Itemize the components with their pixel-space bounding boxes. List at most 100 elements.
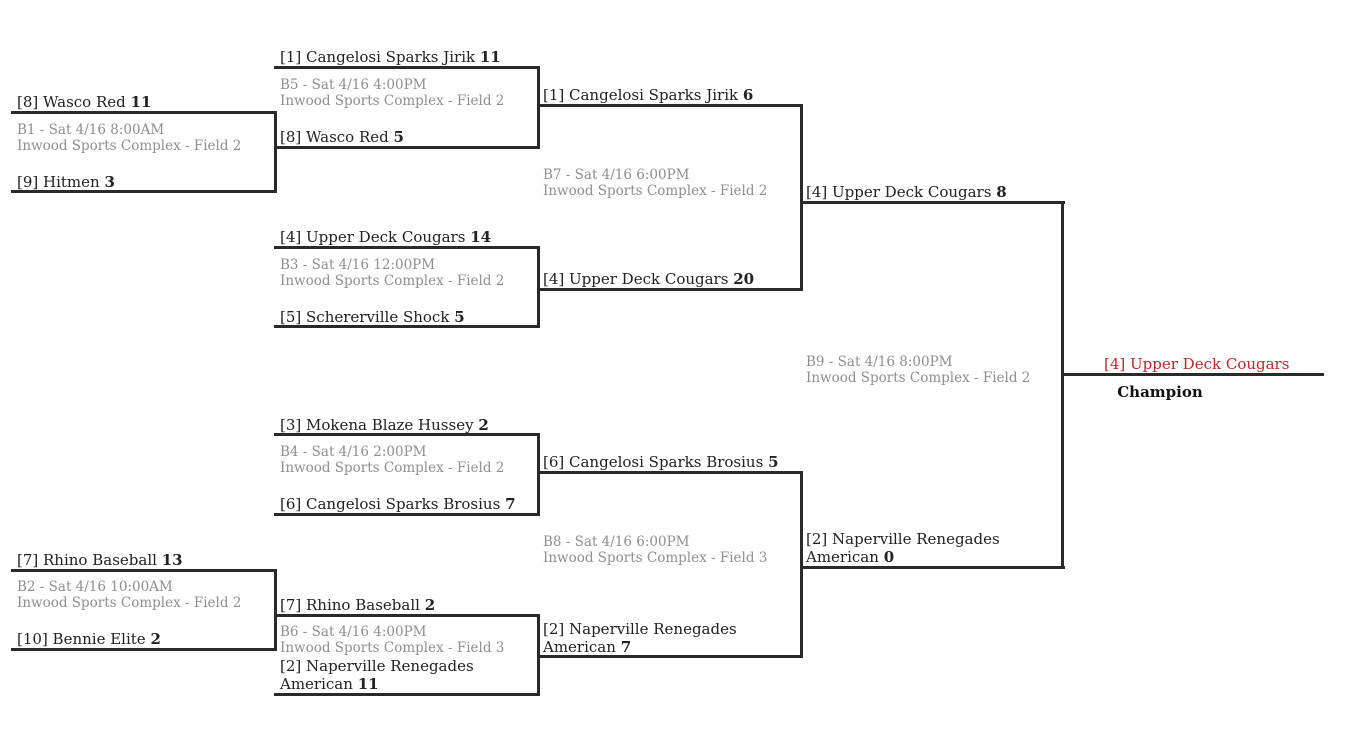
b3-bottom-team: [5] Schererville Shock 5 [280, 308, 465, 326]
team-score: 5 [454, 308, 465, 326]
b6-top-team: [7] Rhino Baseball 2 [280, 596, 435, 614]
champion-line [1061, 373, 1324, 376]
team-name: [6] Cangelosi Sparks Brosius [543, 453, 764, 471]
team-name: [2] Naperville Renegades American [543, 620, 737, 656]
team-score: 11 [479, 48, 501, 66]
team-score: 11 [357, 675, 379, 693]
bracket-connector [1061, 201, 1064, 569]
team-score: 3 [104, 173, 115, 191]
b2-game-info: B2 - Sat 4/16 10:00AM Inwood Sports Comp… [17, 579, 241, 611]
team-name: [8] Wasco Red [280, 128, 389, 146]
team-score: 11 [130, 93, 152, 111]
b7-game-info: B7 - Sat 4/16 6:00PM Inwood Sports Compl… [543, 167, 767, 199]
bracket-line [274, 693, 540, 696]
b5-bottom-team: [8] Wasco Red 5 [280, 128, 404, 146]
b4-bottom-team: [6] Cangelosi Sparks Brosius 7 [280, 495, 516, 513]
bracket-connector [537, 433, 540, 516]
team-name: [2] Naperville Renegades American [806, 530, 1000, 566]
game-venue: Inwood Sports Complex - Field 2 [280, 93, 505, 109]
b3-top-team: [4] Upper Deck Cougars 14 [280, 228, 491, 246]
b2-bottom-team: [10] Bennie Elite 2 [17, 630, 161, 648]
team-name: [8] Wasco Red [17, 93, 126, 111]
game-venue: Inwood Sports Complex - Field 2 [543, 183, 768, 199]
b7-top-team: [1] Cangelosi Sparks Jirik 6 [543, 86, 753, 104]
b9-game-info: B9 - Sat 4/16 8:00PM Inwood Sports Compl… [806, 354, 1030, 386]
b5-game-info: B5 - Sat 4/16 4:00PM Inwood Sports Compl… [280, 77, 504, 109]
bracket-line [800, 566, 1065, 569]
b4-game-info: B4 - Sat 4/16 2:00PM Inwood Sports Compl… [280, 444, 504, 476]
bracket-line [537, 471, 803, 474]
champion-label: Champion [1117, 383, 1203, 401]
team-score: 13 [161, 551, 183, 569]
b1-bottom-team: [9] Hitmen 3 [17, 173, 115, 191]
b9-bottom-team: [2] Naperville Renegades American 0 [806, 530, 1068, 566]
bracket-connector [800, 471, 803, 658]
game-time: B3 - Sat 4/16 12:00PM [280, 257, 436, 273]
bracket-line [274, 433, 540, 436]
b3-game-info: B3 - Sat 4/16 12:00PM Inwood Sports Comp… [280, 257, 504, 289]
bracket-line [537, 104, 803, 107]
b6-game-info: B6 - Sat 4/16 4:00PM Inwood Sports Compl… [280, 624, 504, 656]
team-name: [9] Hitmen [17, 173, 100, 191]
game-time: B7 - Sat 4/16 6:00PM [543, 167, 690, 183]
team-score: 6 [742, 86, 754, 104]
game-venue: Inwood Sports Complex - Field 3 [280, 640, 505, 656]
game-venue: Inwood Sports Complex - Field 2 [17, 595, 242, 611]
team-score: 0 [883, 548, 895, 566]
b8-bottom-team: [2] Naperville Renegades American 7 [543, 620, 805, 656]
team-score: 20 [733, 270, 755, 288]
team-name: [1] Cangelosi Sparks Jirik [543, 86, 739, 104]
game-time: B9 - Sat 4/16 8:00PM [806, 354, 953, 370]
team-name: [5] Schererville Shock [280, 308, 450, 326]
bracket-line [274, 146, 540, 149]
bracket-connector [274, 111, 277, 193]
champion-team: [4] Upper Deck Cougars [1104, 355, 1290, 373]
bracket-line [537, 288, 803, 291]
game-time: B6 - Sat 4/16 4:00PM [280, 624, 427, 640]
team-score: 7 [505, 495, 516, 513]
team-score: 14 [470, 228, 492, 246]
team-score: 2 [478, 416, 489, 434]
bracket-line [11, 111, 277, 114]
game-venue: Inwood Sports Complex - Field 2 [806, 370, 1031, 386]
bracket-line [274, 614, 540, 617]
team-name: [2] Naperville Renegades American [280, 657, 474, 693]
b6-bottom-team: [2] Naperville Renegades American 11 [280, 657, 542, 693]
game-time: B1 - Sat 4/16 8:00AM [17, 122, 165, 138]
game-venue: Inwood Sports Complex - Field 3 [543, 550, 768, 566]
b5-top-team: [1] Cangelosi Sparks Jirik 11 [280, 48, 501, 66]
bracket-connector [800, 104, 803, 291]
team-name: [6] Cangelosi Sparks Brosius [280, 495, 501, 513]
game-time: B5 - Sat 4/16 4:00PM [280, 77, 427, 93]
game-venue: Inwood Sports Complex - Field 2 [280, 460, 505, 476]
bracket-line [537, 655, 803, 658]
bracket-line [800, 201, 1065, 204]
b1-game-info: B1 - Sat 4/16 8:00AM Inwood Sports Compl… [17, 122, 241, 154]
team-name: [7] Rhino Baseball [17, 551, 157, 569]
team-name: [7] Rhino Baseball [280, 596, 420, 614]
team-name: [1] Cangelosi Sparks Jirik [280, 48, 476, 66]
bracket-line [274, 513, 540, 516]
bracket-line [274, 246, 540, 249]
game-time: B8 - Sat 4/16 6:00PM [543, 534, 690, 550]
team-name: [4] Upper Deck Cougars [280, 228, 466, 246]
team-name: [10] Bennie Elite [17, 630, 146, 648]
bracket-line [11, 190, 277, 193]
b9-top-team: [4] Upper Deck Cougars 8 [806, 183, 1007, 201]
team-score: 2 [150, 630, 161, 648]
team-name: [4] Upper Deck Cougars [806, 183, 992, 201]
team-name: [4] Upper Deck Cougars [543, 270, 729, 288]
bracket-connector [537, 66, 540, 149]
bracket-line [274, 66, 540, 69]
bracket-connector [274, 569, 277, 651]
team-score: 7 [620, 638, 632, 656]
b8-top-team: [6] Cangelosi Sparks Brosius 5 [543, 453, 779, 471]
team-score: 5 [393, 128, 404, 146]
b2-top-team: [7] Rhino Baseball 13 [17, 551, 183, 569]
team-score: 8 [996, 183, 1007, 201]
bracket-connector [537, 246, 540, 328]
bracket-line [11, 648, 277, 651]
b4-top-team: [3] Mokena Blaze Hussey 2 [280, 416, 489, 434]
b7-bottom-team: [4] Upper Deck Cougars 20 [543, 270, 754, 288]
b8-game-info: B8 - Sat 4/16 6:00PM Inwood Sports Compl… [543, 534, 767, 566]
